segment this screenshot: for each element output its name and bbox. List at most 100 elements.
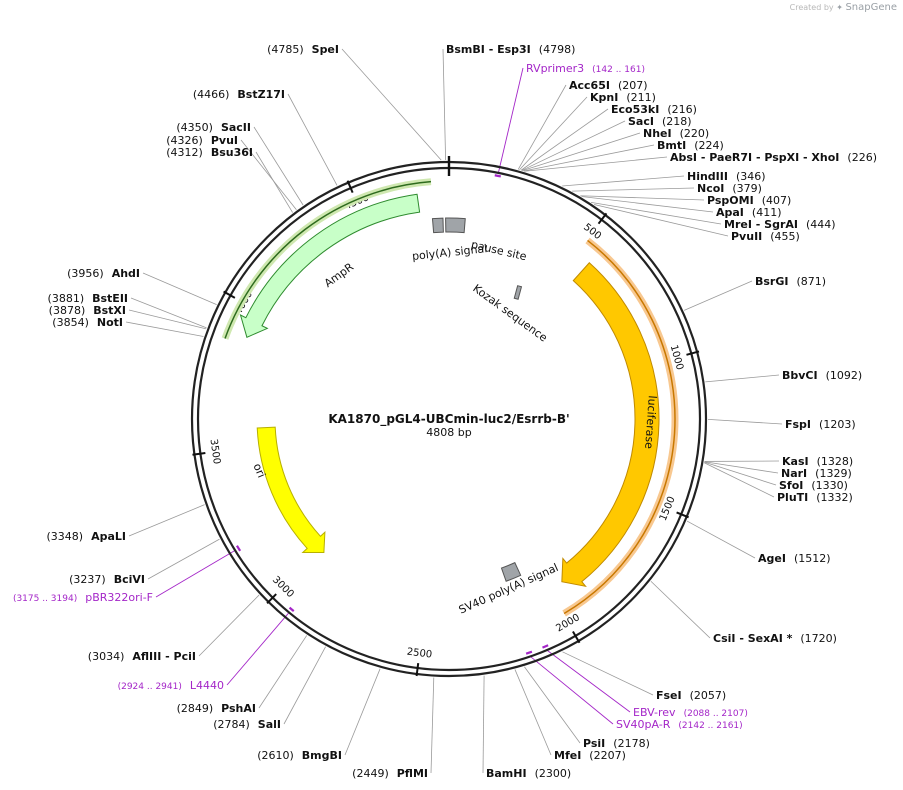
bp-tick bbox=[192, 451, 206, 456]
primer-name: EBV-rev bbox=[633, 706, 676, 719]
primer-label[interactable]: EBV-rev (2088 .. 2107) bbox=[633, 706, 748, 719]
site-name: Eco53kI bbox=[611, 103, 659, 116]
restriction-site-label[interactable]: BsrGI(871) bbox=[755, 275, 826, 288]
restriction-site-label[interactable]: (4350)SacII bbox=[176, 121, 251, 134]
site-name: FspI bbox=[785, 418, 811, 431]
restriction-site-label[interactable]: (4312)Bsu36I bbox=[166, 146, 253, 159]
restriction-site-label[interactable]: (3956)AhdI bbox=[67, 267, 140, 280]
restriction-site-label[interactable]: AbsI - PaeR7I - PspXI - XhoI(226) bbox=[670, 151, 877, 164]
feature-arrows bbox=[221, 174, 679, 655]
pause-site-box[interactable] bbox=[445, 217, 466, 234]
restriction-site-label[interactable]: MreI - SgrAI(444) bbox=[724, 218, 836, 231]
restriction-site-label[interactable]: BsmBI - Esp3I(4798) bbox=[446, 43, 575, 56]
primer-leader-line bbox=[226, 612, 290, 686]
restriction-site-label[interactable]: (3881)BstEII bbox=[48, 292, 128, 305]
restriction-site-label[interactable]: FspI(1203) bbox=[785, 418, 856, 431]
restriction-site-label[interactable]: FseI(2057) bbox=[656, 689, 726, 702]
bp-tick-label: 2500 bbox=[406, 647, 433, 661]
restriction-site-label[interactable]: (3348)ApaLI bbox=[47, 530, 127, 543]
site-name: NarI bbox=[781, 467, 807, 480]
restriction-site-label[interactable]: BmtI(224) bbox=[657, 139, 724, 152]
restriction-site-label[interactable]: (3034)AflIII - PciI bbox=[88, 650, 196, 663]
restriction-site-label[interactable]: PvuII(455) bbox=[731, 230, 800, 243]
site-position: (3348) bbox=[47, 530, 84, 543]
primer-range: (2088 .. 2107) bbox=[684, 709, 748, 719]
restriction-site-label[interactable]: BamHI(2300) bbox=[486, 767, 571, 780]
bp-tick bbox=[597, 212, 608, 225]
restriction-site-label[interactable]: MfeI(2207) bbox=[554, 749, 626, 762]
restriction-site-label[interactable]: HindIII(346) bbox=[687, 170, 766, 183]
site-leader-line bbox=[704, 462, 775, 498]
site-position: (2178) bbox=[613, 737, 650, 750]
primer-label[interactable]: RVprimer3(142 .. 161) bbox=[526, 62, 645, 75]
restriction-site-label[interactable]: SacI(218) bbox=[628, 115, 692, 128]
primer-label[interactable]: SV40pA-R (2142 .. 2161) bbox=[616, 718, 743, 731]
primer-label[interactable]: (3175 .. 3194)pBR322ori-F bbox=[13, 591, 153, 604]
restriction-site-label[interactable]: (4785)SpeI bbox=[267, 43, 339, 56]
site-position: (207) bbox=[618, 79, 648, 92]
site-leader-line bbox=[128, 504, 205, 537]
restriction-site-label[interactable]: BbvCI(1092) bbox=[782, 369, 862, 382]
site-position: (1092) bbox=[826, 369, 863, 382]
primer-range: (2924 .. 2941) bbox=[118, 682, 182, 692]
restriction-site-label[interactable]: NcoI(379) bbox=[697, 182, 762, 195]
primer-range: (2142 .. 2161) bbox=[678, 721, 742, 731]
restriction-site-label[interactable]: (2849)PshAI bbox=[177, 702, 256, 715]
restriction-site-label[interactable]: SfoI(1330) bbox=[779, 479, 848, 492]
restriction-site-label[interactable]: Eco53kI(216) bbox=[611, 103, 697, 116]
site-leader-line bbox=[524, 666, 581, 744]
restriction-site-label[interactable]: (3878)BstXI bbox=[49, 304, 126, 317]
site-position: (379) bbox=[732, 182, 762, 195]
site-name: PsiI bbox=[583, 737, 605, 750]
restriction-site-label[interactable]: KpnI(211) bbox=[590, 91, 656, 104]
bp-tick-label: 3500 bbox=[208, 438, 222, 465]
restriction-site-label[interactable]: NarI(1329) bbox=[781, 467, 852, 480]
primer-name: SV40pA-R bbox=[616, 718, 671, 731]
site-name: Acc65I bbox=[569, 79, 610, 92]
restriction-site-label[interactable]: NheI(220) bbox=[643, 127, 709, 140]
restriction-site-label[interactable]: (2784)SalI bbox=[213, 718, 281, 731]
site-position: (3881) bbox=[48, 292, 85, 305]
restriction-site-label[interactable]: ApaI(411) bbox=[716, 206, 782, 219]
restriction-site-label[interactable]: Acc65I (207) bbox=[569, 79, 648, 92]
restriction-site-label[interactable]: (4326)PvuI bbox=[166, 134, 238, 147]
restriction-site-label[interactable]: PsiI (2178) bbox=[583, 737, 650, 750]
ampr-arrow[interactable] bbox=[239, 193, 421, 338]
site-leader-line bbox=[704, 461, 777, 486]
restriction-site-label[interactable]: PspOMI(407) bbox=[707, 194, 791, 207]
ori-arrow[interactable] bbox=[256, 426, 326, 554]
site-leader-line bbox=[341, 48, 442, 161]
luciferase-arrow[interactable] bbox=[561, 262, 660, 588]
polya-signal-box[interactable] bbox=[431, 217, 444, 234]
site-leader-line bbox=[562, 651, 654, 696]
site-leader-lines bbox=[125, 48, 783, 774]
site-leader-line bbox=[240, 139, 297, 210]
restriction-site-label[interactable]: (3237)BciVI bbox=[69, 573, 145, 586]
restriction-site-label[interactable]: KasI(1328) bbox=[782, 455, 853, 468]
site-name: SacII bbox=[221, 121, 251, 134]
restriction-site-label[interactable]: AgeI(1512) bbox=[758, 552, 831, 565]
kozak-box[interactable] bbox=[513, 285, 523, 300]
restriction-site-label[interactable]: CsiI - SexAI *(1720) bbox=[713, 632, 837, 645]
primer-label[interactable]: (2924 .. 2941)L4440 bbox=[118, 679, 224, 692]
primer-name: RVprimer3 bbox=[526, 62, 584, 75]
restriction-site-label[interactable]: PluTI(1332) bbox=[777, 491, 853, 504]
site-leader-line bbox=[482, 675, 485, 774]
site-position: (211) bbox=[626, 91, 656, 104]
restriction-site-label[interactable]: (2610)BmgBI bbox=[257, 749, 342, 762]
restriction-site-label[interactable]: (3854)NotI bbox=[52, 316, 123, 329]
site-name: BciVI bbox=[114, 573, 145, 586]
bp-tick bbox=[346, 180, 354, 194]
primer-arc[interactable] bbox=[235, 545, 242, 552]
restriction-site-label[interactable]: (2449)PflMI bbox=[352, 767, 428, 780]
sv40-polya-box[interactable] bbox=[500, 561, 522, 582]
site-leader-line bbox=[707, 418, 783, 425]
site-leader-line bbox=[125, 321, 204, 337]
primer-leader-line bbox=[530, 656, 614, 725]
restriction-site-label[interactable]: (4466)BstZ17I bbox=[193, 88, 285, 101]
primer-arc[interactable] bbox=[288, 606, 295, 612]
primer-arc[interactable] bbox=[494, 174, 502, 178]
primer-arc[interactable] bbox=[542, 644, 549, 649]
primer-arc[interactable] bbox=[525, 650, 533, 655]
site-leader-line bbox=[442, 48, 447, 161]
